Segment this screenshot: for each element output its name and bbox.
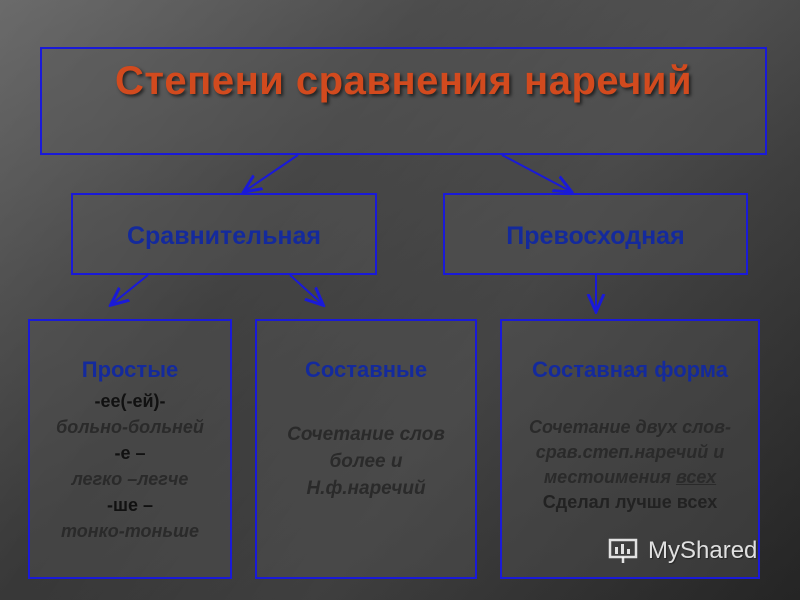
compound-form-box: Составная форма Сочетание двух слов- сра…: [500, 319, 760, 579]
form-line: Сочетание двух слов-: [529, 417, 731, 437]
form-line: местоимения всех: [502, 465, 758, 490]
simple-line: -е –: [114, 443, 146, 463]
title-box: Степени сравнения наречий: [40, 47, 767, 155]
arrow-title-to-comparative: [245, 154, 299, 191]
diagram-title: Степени сравнения наречий: [114, 59, 693, 103]
comparative-box: Сравнительная: [71, 193, 377, 275]
compound-line: Сочетание слов: [287, 424, 445, 445]
simple-examples: -ее(-ей)- больно-больней -е – легко –лег…: [30, 388, 230, 544]
compound-description: Сочетание слов более и Н.ф.наречий: [257, 421, 475, 502]
form-line-prefix: местоимения: [543, 467, 676, 487]
simple-line: больно-больней: [56, 417, 204, 437]
compound-form-heading: Составная форма: [531, 357, 729, 382]
compound-heading: Составные: [304, 357, 428, 382]
compound-form-description: Сочетание двух слов- срав.степ.наречий и…: [502, 415, 758, 515]
form-example: Сделал лучше всех: [542, 492, 718, 512]
simple-line: -ше –: [106, 495, 154, 515]
presentation-icon: [608, 538, 638, 563]
simple-line: -ее(-ей)-: [94, 391, 166, 411]
simple-heading: Простые: [81, 357, 179, 382]
simple-line: легко –легче: [71, 469, 189, 489]
arrow-title-to-superlative: [501, 154, 570, 191]
simple-line: тонко-тоньше: [60, 521, 200, 541]
arrow-comparative-to-simple: [112, 274, 149, 304]
comparative-label: Сравнительная: [126, 222, 322, 250]
superlative-label: Превосходная: [506, 222, 685, 250]
compound-line: Н.ф.наречий: [306, 478, 426, 499]
compound-line: более и: [329, 451, 403, 472]
form-line: срав.степ.наречий и: [535, 442, 725, 462]
superlative-box: Превосходная: [443, 193, 748, 275]
arrow-comparative-to-compound: [289, 274, 322, 304]
simple-box: Простые -ее(-ей)- больно-больней -е – ле…: [28, 319, 232, 579]
compound-box: Составные Сочетание слов более и Н.ф.нар…: [255, 319, 477, 579]
watermark-text: MyShared: [648, 537, 758, 564]
underlined-word: всех: [675, 467, 717, 487]
